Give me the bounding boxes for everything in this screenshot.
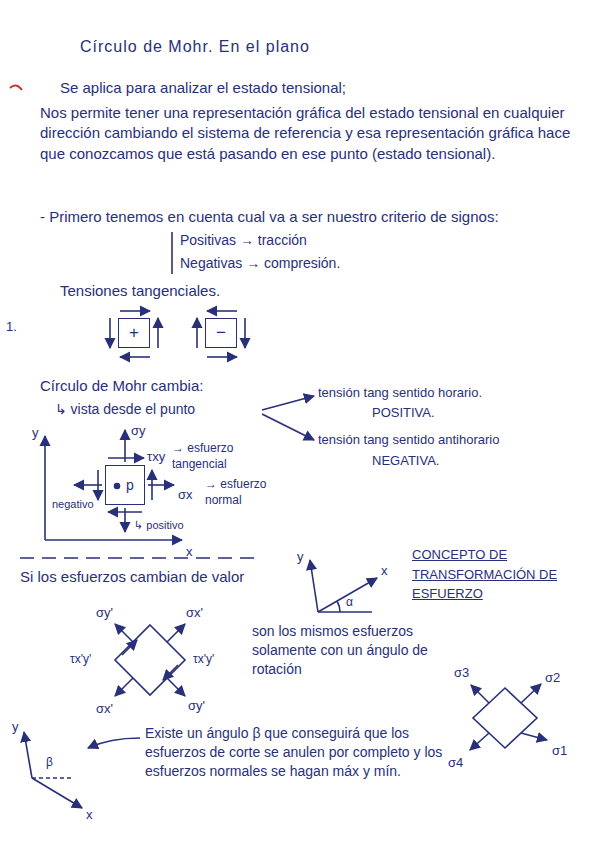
axis-label: y bbox=[32, 424, 39, 442]
stress-arrow bbox=[108, 457, 144, 459]
annotation: → esfuerzo tangencial bbox=[172, 440, 267, 472]
concept-heading: CONCEPTO DE TRANSFORMACIÓN DE ESFUERZO bbox=[412, 545, 580, 604]
annotation: ↳ positivo bbox=[134, 518, 184, 533]
shear-arrow bbox=[244, 318, 246, 348]
note-text: POSITIVA. bbox=[372, 404, 435, 422]
node-label: p bbox=[126, 477, 134, 493]
separator bbox=[20, 557, 260, 559]
stress-arrow bbox=[108, 511, 142, 513]
section-heading: Tensiones tangenciales. bbox=[60, 281, 220, 301]
stress-symbol: σy' bbox=[188, 697, 205, 715]
shear-arrow bbox=[122, 640, 137, 655]
stress-arrow bbox=[167, 624, 185, 642]
stress-arrow bbox=[115, 678, 133, 696]
stress-arrow bbox=[151, 470, 153, 500]
stress-arrow bbox=[97, 470, 99, 500]
stress-symbol: σ3 bbox=[454, 664, 469, 682]
stress-symbol: σx bbox=[178, 486, 193, 504]
stress-arrow bbox=[521, 733, 547, 740]
note-text: Se aplica para analizar el estado tensio… bbox=[60, 78, 346, 98]
shear-arrow bbox=[163, 665, 178, 680]
annotation: negativo bbox=[52, 497, 94, 512]
note-text: tensión tang sentido antihorario bbox=[318, 431, 499, 449]
axis bbox=[24, 732, 32, 778]
stress-arrow bbox=[115, 624, 133, 642]
shear-arrow bbox=[120, 310, 150, 312]
stress-square: + bbox=[118, 318, 150, 348]
axis-label: y bbox=[12, 718, 19, 736]
stress-element bbox=[115, 625, 185, 695]
stress-square: p bbox=[105, 465, 145, 505]
axis-label: x bbox=[381, 562, 388, 580]
axis bbox=[32, 778, 82, 808]
shear-arrow bbox=[157, 318, 159, 348]
stress-symbol: σy bbox=[131, 422, 146, 440]
node-label: + bbox=[129, 323, 139, 343]
page-title: Círculo de Mohr. En el plano bbox=[80, 38, 310, 56]
note-text: Nos permite tener una representación grá… bbox=[40, 103, 585, 164]
pointer-arrow bbox=[262, 414, 314, 440]
note-text: NEGATIVA. bbox=[372, 452, 439, 470]
axis bbox=[44, 436, 46, 540]
sign-rule: Negativas → compresión. bbox=[180, 254, 340, 273]
stress-symbol: σ1 bbox=[552, 742, 567, 760]
note-text: - Primero tenemos en cuenta cual va a se… bbox=[40, 207, 499, 227]
stress-symbol: σ2 bbox=[545, 669, 560, 687]
angle-arc bbox=[337, 601, 340, 612]
shear-arrow bbox=[120, 356, 150, 358]
axis-label: x bbox=[86, 806, 93, 824]
stress-symbol: τx'y' bbox=[70, 651, 91, 667]
stress-symbol: σ4 bbox=[448, 754, 463, 772]
axis bbox=[32, 777, 72, 779]
axis bbox=[318, 578, 377, 612]
node-label: − bbox=[216, 323, 226, 343]
bracket bbox=[171, 232, 173, 274]
stress-symbol: σx' bbox=[186, 604, 203, 622]
stress-symbol: τxy bbox=[147, 448, 165, 466]
note-text: tensión tang sentido horario. bbox=[318, 384, 482, 402]
shear-arrow bbox=[196, 318, 198, 348]
stress-symbol: σy' bbox=[96, 604, 113, 622]
margin-number: 1. bbox=[6, 318, 17, 336]
stress-arrow bbox=[521, 684, 541, 703]
stress-symbol: τx'y' bbox=[193, 651, 214, 667]
sign-rule: Positivas → tracción bbox=[180, 231, 307, 250]
section-heading: Círculo de Mohr cambia: bbox=[40, 376, 203, 396]
section-heading: Si los esfuerzos cambian de valor bbox=[20, 567, 244, 587]
axis bbox=[318, 611, 372, 613]
stress-arrow bbox=[167, 678, 185, 696]
axis bbox=[45, 539, 182, 541]
shear-arrow bbox=[109, 318, 111, 348]
stress-arrow bbox=[471, 685, 489, 703]
shear-arrow bbox=[207, 310, 237, 312]
annotation: → esfuerzo normal bbox=[205, 476, 285, 508]
pointer-arrow bbox=[88, 738, 140, 748]
shear-arrow bbox=[207, 356, 237, 358]
angle-label: α bbox=[346, 594, 353, 610]
axis-label: x bbox=[186, 543, 193, 561]
axis-label: y bbox=[297, 548, 304, 566]
margin-mark bbox=[10, 85, 22, 90]
note-text: son los mismos esfuerzos solamente con u… bbox=[252, 622, 457, 679]
note-text: ↳ vista desde el punto bbox=[55, 400, 195, 419]
point-dot bbox=[115, 484, 120, 489]
note-text: Existe un ángulo β que conseguirá que lo… bbox=[145, 724, 445, 781]
axis bbox=[310, 560, 318, 612]
stress-square: − bbox=[205, 318, 237, 348]
stress-arrow bbox=[470, 733, 489, 750]
pointer-arrow bbox=[262, 396, 314, 410]
angle-label: β bbox=[46, 754, 53, 770]
stress-symbol: σx' bbox=[96, 700, 113, 718]
